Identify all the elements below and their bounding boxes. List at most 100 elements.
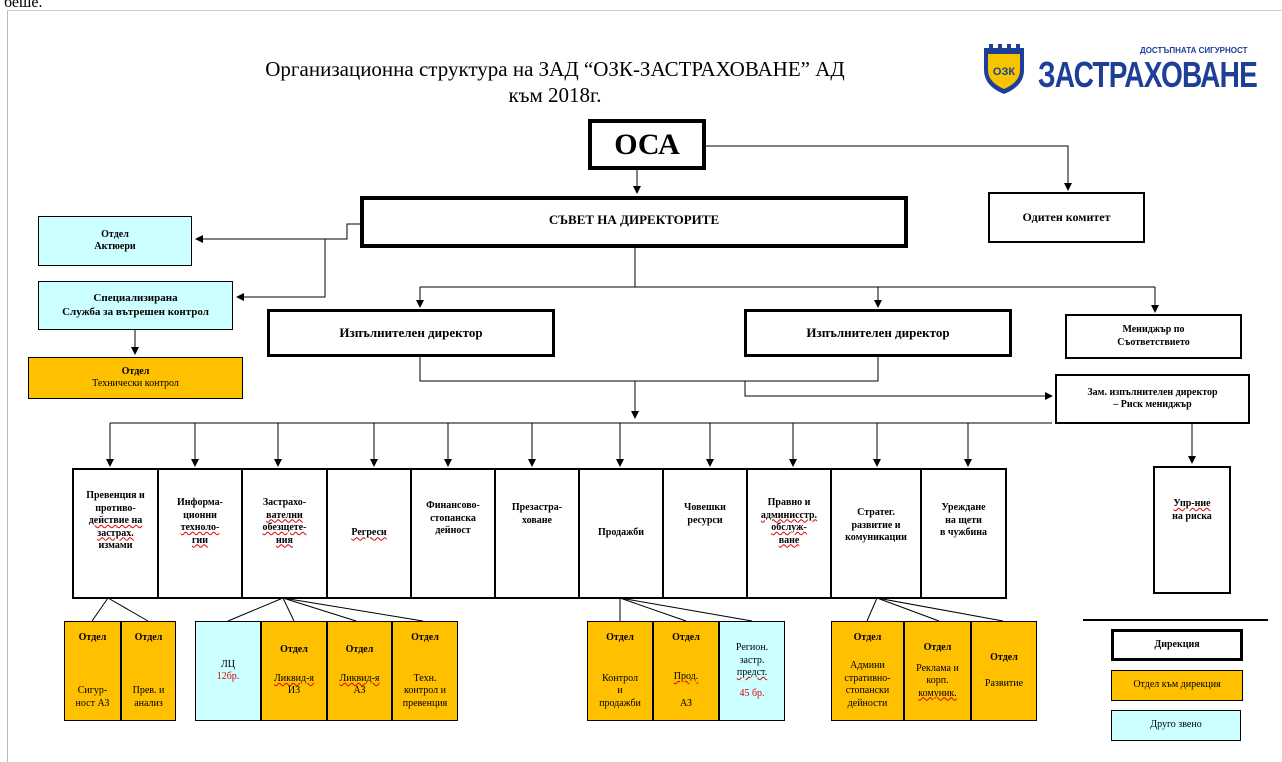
actuary-line-2: Актюери (94, 241, 136, 252)
sub-body-line: Реклама и (916, 662, 959, 674)
sub-body-line: продажби (599, 697, 641, 709)
internal-control-box: Специализирана Служба за вътрешен контро… (38, 281, 233, 330)
sub-body-line: АЗ (680, 697, 692, 709)
exec-right-label: Изпълнителен директор (806, 324, 950, 340)
audit-committee-box: Одитен комитет (988, 192, 1145, 243)
sub-head: Отдел (672, 632, 700, 643)
dept-label-line: Човешки (684, 502, 726, 513)
risk-line-2: на риска (1172, 510, 1212, 522)
regional-count: 45 бр. (739, 687, 765, 699)
svg-text:ОЗК: ОЗК (993, 66, 1015, 78)
sub-body-line: Техн. (413, 672, 437, 684)
dept-label-line: гии (191, 534, 209, 546)
sub-development: Отдел Развитие (971, 621, 1037, 721)
sub-head: Отдел (990, 651, 1018, 663)
sub-security-az: Отдел Сигур-ност АЗ (64, 621, 121, 721)
dept-label-line: Продажби (598, 527, 644, 539)
dept-label-line: админисстр. (760, 509, 818, 521)
dept-label-line: Застрахо- (262, 497, 307, 508)
dept-label-line: дейност (435, 525, 471, 536)
dept-label-line: стопанска (430, 512, 476, 524)
dept-recourse: Регреси (328, 470, 412, 597)
board-box: СЪВЕТ НА ДИРЕКТОРИТЕ (360, 196, 908, 248)
sub-sales-az: Отдел Прод. АЗ (653, 621, 719, 721)
dept-label-line: обезщете- (262, 522, 307, 533)
compliance-line-1: Мениджър по (1122, 324, 1185, 335)
dept-it: Информа- ционни техноло- гии (159, 470, 243, 597)
exec-director-left-box: Изпълнителен директор (267, 309, 555, 357)
legend-directorate: Дирекция (1111, 629, 1243, 661)
deputy-line-2: – Риск мениджър (1113, 399, 1192, 410)
dept-label-line: противо- (95, 502, 136, 514)
deputy-exec-risk-box: Зам. изпълнителен директор – Риск менидж… (1055, 374, 1250, 424)
sub-body-line: стративно- (844, 672, 891, 684)
risk-management-box: Упр-ние на риска (1153, 466, 1231, 594)
internal-control-line-2: Служба за вътрешен контрол (62, 305, 209, 318)
dept-label-line: Финансово- (426, 500, 480, 511)
sub-body-line: Развитие (984, 678, 1024, 689)
sub-head: Отдел (853, 632, 882, 643)
sub-head: Отдел (134, 632, 163, 643)
sub-body-line: Ликвид-я (273, 672, 315, 684)
board-label: СЪВЕТ НА ДИРЕКТОРИТЕ (548, 212, 720, 227)
tech-control-line-2: Технически контрол (92, 378, 179, 389)
sub-body-line: Прод. (673, 671, 699, 682)
dept-label-line: развитие и (851, 519, 901, 531)
logo-wordmark: ЗАСТРАХОВАНЕ (1038, 54, 1258, 95)
dept-claims: Застрахо- вателни обезщете- ния (243, 470, 328, 597)
legend-department-label: Отдел към дирекция (1133, 679, 1221, 691)
dept-label-line: Информа- (177, 497, 223, 508)
dept-label-line: ване (778, 534, 800, 546)
sub-head: Отдел (923, 642, 952, 653)
chart-title: Организационна структура на ЗАД “ОЗК-ЗАС… (170, 56, 940, 108)
dept-label-line: комуникации (845, 532, 907, 543)
sub-head: Отдел (345, 644, 374, 656)
dept-label-line: вателни (266, 509, 303, 521)
sub-body-line: комуник. (918, 687, 957, 699)
internal-control-line-1: Специализирана (93, 291, 178, 304)
legend-directorate-label: Дирекция (1154, 638, 1200, 650)
sub-body-line: Прев. и (132, 685, 165, 696)
osa-box: ОСА (588, 119, 706, 170)
sub-head: Отдел (606, 632, 634, 643)
dept-label-line: в чужбина (939, 527, 988, 538)
logo-tagline: ДОСТЪПНАТА СИГУРНОСТ (1140, 46, 1248, 55)
title-line-1: Организационна структура на ЗАД “ОЗК-ЗАС… (265, 57, 845, 81)
sub-body-line: превенция (402, 697, 448, 709)
sub-lc: ЛЦ 12бр. (195, 621, 261, 721)
dept-label-line: Стратег. (857, 507, 895, 518)
sub-body-line: и (617, 685, 623, 696)
dept-label-line: ховане (522, 514, 552, 526)
actuary-line-1: Отдел (101, 228, 129, 240)
dept-strategy-comms: Стратег. развитие и комуникации (832, 470, 922, 597)
sub-body-line: корп. (926, 675, 949, 686)
page-top-border (7, 10, 1282, 11)
dept-label-line: Превенция и (86, 490, 145, 501)
regional-line: предст. (736, 667, 768, 678)
dept-label-line: измами (98, 540, 133, 551)
sub-body-line: АЗ (353, 685, 366, 697)
sub-body-line: Ликвид-я (339, 672, 380, 684)
dept-fraud-prevention: Превенция и противо- действие на застрах… (74, 470, 159, 597)
dept-label-line: Регреси (351, 527, 387, 539)
dept-label-line: техноло- (180, 522, 220, 533)
legend-other-label: Друго звено (1150, 719, 1202, 731)
lc-label: ЛЦ (220, 658, 235, 670)
dept-label-line: действие на (88, 515, 143, 526)
lc-count: 12бр. (216, 671, 240, 682)
legend-department: Отдел към дирекция (1111, 670, 1243, 701)
sub-head: Отдел (280, 644, 308, 656)
actuary-box: Отдел Актюери (38, 216, 192, 266)
exec-left-label: Изпълнителен директор (339, 324, 483, 340)
compliance-manager-box: Мениджър по Съответствието (1065, 314, 1242, 359)
sub-regional-offices: Регион. застр. предст. 45 бр. (719, 621, 785, 721)
sub-body-line: Админи (850, 660, 885, 671)
top-text-fragment: беше. (4, 0, 43, 11)
regional-line: Регион. (735, 642, 769, 653)
